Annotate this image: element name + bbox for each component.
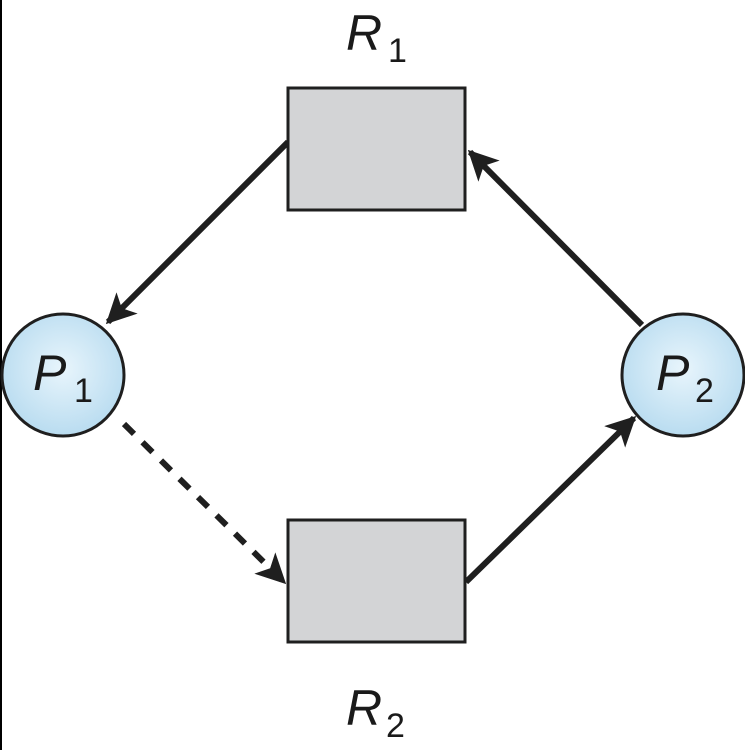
resource-r1: R 1 xyxy=(286,5,467,212)
edge-r2-to-p2 xyxy=(463,415,637,585)
process-p2-letter: P xyxy=(656,345,690,401)
resource-r2-box xyxy=(286,518,467,644)
process-p1: P 1 xyxy=(0,312,126,438)
edge-p1-to-r2-claim xyxy=(121,421,287,585)
process-p1-subscript: 1 xyxy=(74,372,93,410)
process-p2-subscript: 2 xyxy=(695,372,714,410)
process-p2: P 2 xyxy=(620,312,745,438)
resource-r1-letter: R xyxy=(346,5,382,61)
process-p2-circle xyxy=(620,312,745,438)
process-p1-circle xyxy=(0,312,126,438)
process-p1-letter: P xyxy=(33,345,67,401)
resource-r2: R 2 xyxy=(286,518,467,745)
resource-r2-subscript: 2 xyxy=(386,707,405,745)
edge-r1-to-p1 xyxy=(105,139,291,325)
resource-r1-subscript: 1 xyxy=(388,32,407,70)
resource-r2-letter: R xyxy=(346,680,382,736)
edge-p2-to-r1 xyxy=(467,149,645,328)
resource-r1-box xyxy=(286,86,467,212)
